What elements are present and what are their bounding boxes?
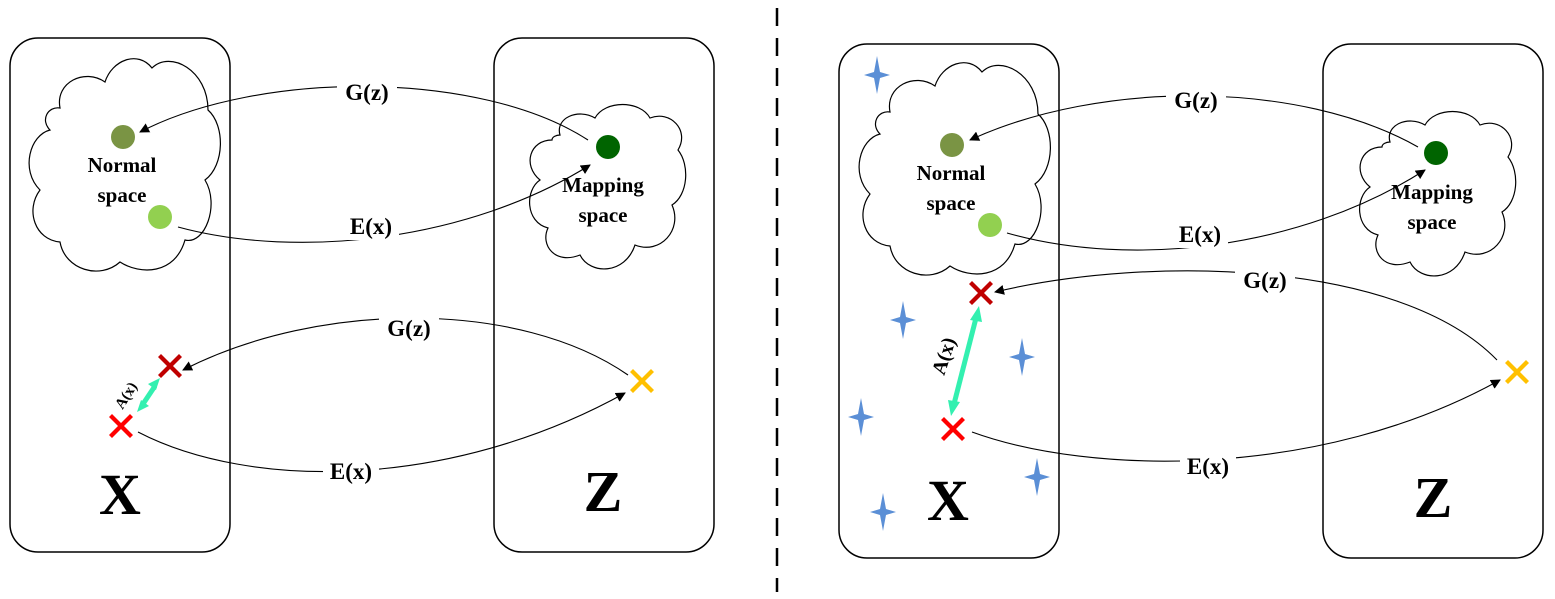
latent-point bbox=[596, 135, 620, 159]
generator-label-top: G(z) bbox=[345, 80, 388, 105]
normal-reconstructed-point bbox=[940, 133, 964, 157]
right-panel: Normal space Mapping space G(z) E(x) G(z… bbox=[838, 43, 1544, 559]
mapping-space-label-line1: Mapping bbox=[1391, 180, 1473, 204]
left-panel: Normal space Mapping space G(z) E(x) G(z… bbox=[9, 37, 715, 553]
latent-point bbox=[1424, 141, 1448, 165]
mapping-space-label-line1: Mapping bbox=[562, 173, 644, 197]
generator-label-bottom: G(z) bbox=[1243, 268, 1286, 293]
generator-label-bottom: G(z) bbox=[387, 316, 430, 341]
mapping-space-label-line2: space bbox=[1408, 210, 1457, 234]
anomaly-score-arrow bbox=[137, 378, 160, 412]
mapping-space-label-line2: space bbox=[579, 203, 628, 227]
normal-space-label-line2: space bbox=[98, 183, 147, 207]
generator-label-top: G(z) bbox=[1174, 88, 1217, 113]
mapping-space-cloud bbox=[1358, 111, 1517, 277]
encoder-label-top: E(x) bbox=[350, 214, 392, 239]
normal-reconstructed-point bbox=[111, 125, 135, 149]
normal-space-cloud bbox=[858, 62, 1051, 276]
normal-space-label-line1: Normal bbox=[917, 161, 986, 185]
normal-space-cloud bbox=[28, 58, 221, 272]
domain-z-label: Z bbox=[1414, 465, 1453, 530]
domain-x-label: X bbox=[927, 468, 969, 533]
domain-x-label: X bbox=[99, 462, 141, 527]
normal-space-label-line2: space bbox=[927, 191, 976, 215]
normal-space-label-line1: Normal bbox=[88, 153, 157, 177]
normal-input-point bbox=[978, 213, 1002, 237]
domain-z-label: Z bbox=[584, 459, 623, 524]
encoder-label-top: E(x) bbox=[1179, 222, 1221, 247]
encoder-label-bottom: E(x) bbox=[1187, 454, 1229, 479]
anomaly-score-arrow bbox=[948, 306, 982, 416]
mapping-space-cloud bbox=[528, 104, 687, 270]
encoder-label-bottom: E(x) bbox=[330, 459, 372, 484]
normal-input-point bbox=[148, 205, 172, 229]
